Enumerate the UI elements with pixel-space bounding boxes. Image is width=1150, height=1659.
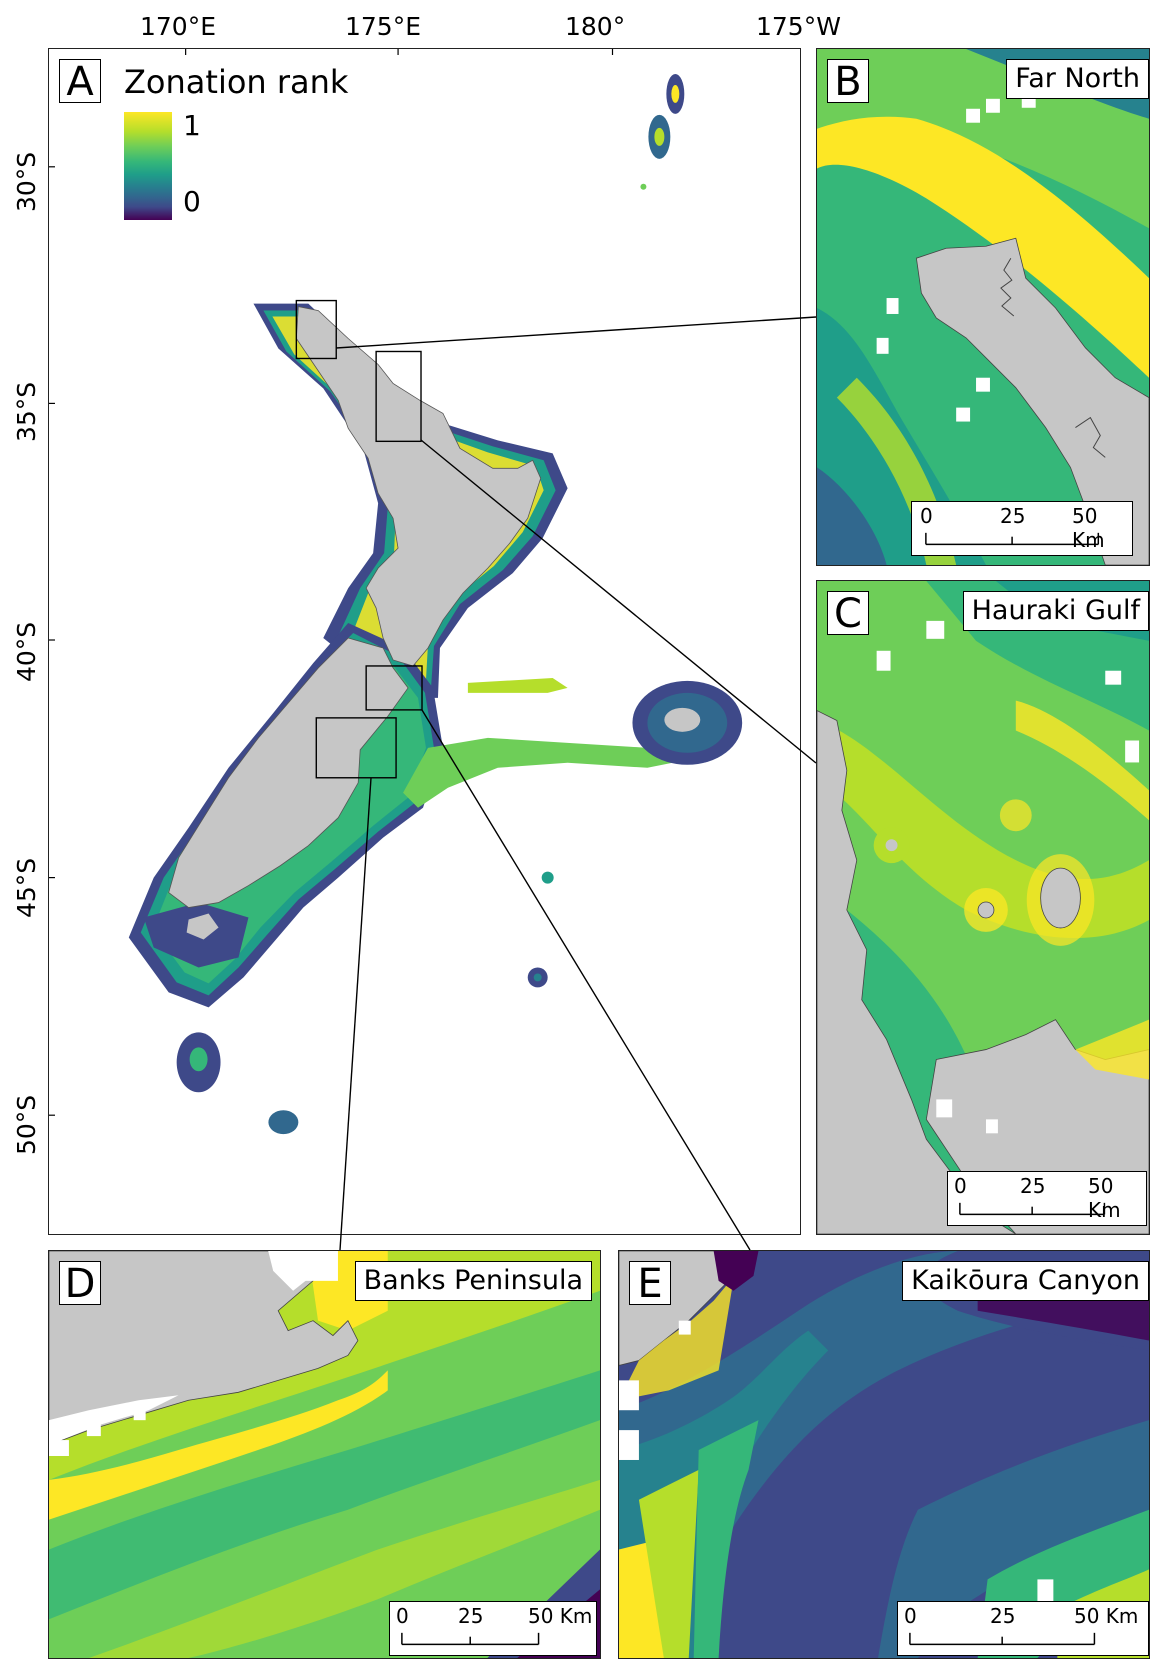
panel-b-letter: B	[827, 59, 869, 104]
graticule-ticks	[49, 49, 614, 1116]
scale-label-25: 25	[990, 1604, 1016, 1628]
scale-label-50km: 50 Km	[528, 1604, 593, 1628]
scale-label-50km: 50 Km	[1088, 1174, 1121, 1222]
panel-a-overview-map: A Zonation rank 1 0	[48, 48, 801, 1235]
far-north-land	[915, 237, 1149, 565]
chatham-islands	[632, 680, 743, 765]
kermadec-islands	[640, 73, 685, 190]
banks-peninsula-map-graphic	[49, 1251, 600, 1658]
scale-label-25: 25	[1000, 504, 1026, 528]
scale-label-50km: 50 Km	[1072, 504, 1105, 552]
panel-a-letter: A	[59, 59, 101, 104]
overview-map-graphic	[49, 49, 743, 1135]
panel-d-banks-peninsula: D Banks Peninsula 0 25 50 Km	[48, 1250, 601, 1659]
hauraki-gulf-map-graphic	[817, 581, 1149, 1234]
banks-peninsula-land	[49, 1251, 359, 1446]
panel-e-kaikoura-canyon: E Kaikōura Canyon 0 25 50 Km	[618, 1250, 1150, 1659]
panel-b-far-north: B Far North 0 25 50 Km	[816, 48, 1150, 566]
inset-box-hauraki-gulf	[375, 350, 422, 443]
scale-label-25: 25	[1020, 1174, 1046, 1198]
inset-box-banks-peninsula	[315, 717, 397, 779]
kaikoura-canyon-map-graphic	[619, 1251, 1149, 1658]
panel-b-title: Far North	[1006, 59, 1149, 99]
gulf-islands	[873, 799, 1095, 946]
south-island	[168, 637, 409, 908]
panel-d-scale-bar: 0 25 50 Km	[389, 1601, 597, 1656]
lat-label-40s: 40°S	[12, 621, 41, 682]
panel-d-letter: D	[59, 1261, 101, 1306]
legend-min-label: 0	[183, 185, 201, 218]
legend-title: Zonation rank	[124, 63, 349, 101]
stewart-island	[186, 913, 219, 940]
panel-e-scale-bar: 0 25 50 Km	[897, 1601, 1149, 1656]
scale-label-50km: 50 Km	[1074, 1604, 1139, 1628]
scale-label-0: 0	[396, 1604, 409, 1628]
scale-label-0: 0	[904, 1604, 917, 1628]
no-data-cells	[49, 1251, 338, 1456]
north-island	[295, 306, 542, 667]
panel-c-hauraki-gulf: C Hauraki Gulf 0 25 50 Km	[816, 580, 1150, 1235]
lon-label-170e: 170°E	[140, 12, 217, 41]
lat-label-45s: 45°S	[12, 857, 41, 918]
panel-e-title: Kaikōura Canyon	[902, 1261, 1149, 1301]
far-north-map-graphic	[817, 49, 1149, 565]
scale-label-0: 0	[920, 504, 933, 528]
panel-c-title: Hauraki Gulf	[962, 591, 1149, 631]
no-data-cells	[619, 1320, 1054, 1602]
lon-label-175e: 175°E	[345, 12, 422, 41]
panel-e-letter: E	[629, 1261, 671, 1306]
panel-c-letter: C	[827, 591, 869, 636]
panel-b-scale-bar: 0 25 50 Km	[911, 501, 1133, 556]
lat-label-50s: 50°S	[12, 1094, 41, 1155]
lat-label-30s: 30°S	[12, 151, 41, 212]
lon-label-175w: 175°W	[756, 12, 841, 41]
panel-d-title: Banks Peninsula	[354, 1261, 592, 1301]
legend-color-ramp	[124, 112, 172, 220]
lat-label-35s: 35°S	[12, 381, 41, 442]
scale-label-25: 25	[458, 1604, 484, 1628]
no-data-cells	[876, 620, 1140, 1134]
lon-label-180: 180°	[565, 12, 626, 41]
panel-c-scale-bar: 0 25 50 Km	[947, 1171, 1147, 1226]
scale-label-0: 0	[954, 1174, 967, 1198]
legend-max-label: 1	[183, 109, 201, 142]
